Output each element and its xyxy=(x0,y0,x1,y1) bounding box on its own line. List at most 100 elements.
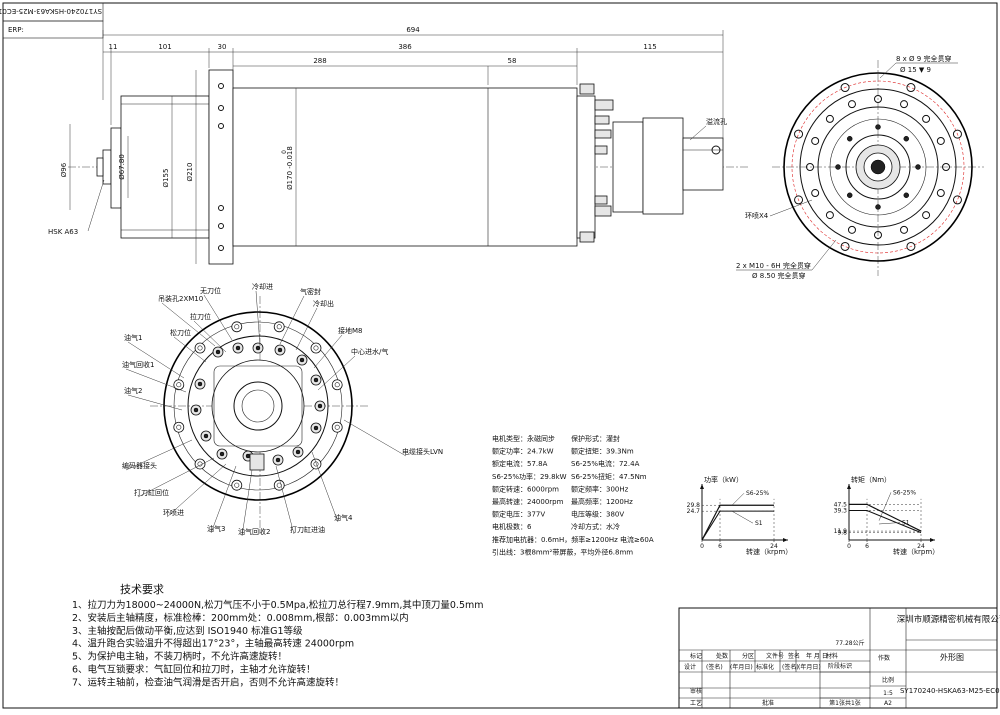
spec-line-left: 电机极数：6 xyxy=(492,522,532,531)
tech-line: 2、安装后主轴精度，标准检棒：200mm处：0.008mm,根部：0.003mm… xyxy=(72,612,409,624)
audit-label: 审核 xyxy=(690,687,702,695)
rear-callout-label: 油气2 xyxy=(124,386,142,395)
face-hole xyxy=(942,163,950,171)
svg-text:0: 0 xyxy=(281,150,288,154)
y-tick-label: 29.8 xyxy=(687,502,701,509)
inner-hole xyxy=(835,164,841,170)
y-tick-label: 11.9 xyxy=(834,528,848,535)
spec-line-right: 最高频率：1200Hz xyxy=(571,497,633,506)
title-row-1-label: 文件号 xyxy=(766,652,784,660)
hsk-label: HSK A63 xyxy=(48,228,78,236)
rear-callout-label: 油气1 xyxy=(124,333,142,342)
face-hole xyxy=(936,189,945,198)
x-axis-arrow xyxy=(783,538,788,542)
face-hole xyxy=(900,225,909,234)
tech-line: 7、运转主轴前，检查油气润滑是否开启，否则不允许高速旋转！ xyxy=(72,676,344,688)
face-hole xyxy=(936,136,945,145)
approve-label: 批准 xyxy=(762,699,774,707)
holes-top-label-2: Ø 15 ▼ 9 xyxy=(900,66,931,74)
svg-text:11: 11 xyxy=(109,43,118,51)
inner-hole xyxy=(903,135,910,142)
inner-hole xyxy=(915,164,921,170)
tech-line: 1、拉刀力为18000~24000N,松刀气压不小于0.5Mpa,松拉刀总行程7… xyxy=(72,599,484,611)
main-body xyxy=(232,87,578,247)
face-hole xyxy=(825,114,834,123)
spec-line-left: 额定电流：57.8A xyxy=(492,459,548,468)
spec-line-left: 推荐加电抗器：0.6mH，频率≥1200Hz 电流≥60A xyxy=(492,535,654,544)
svg-text:694: 694 xyxy=(406,26,420,34)
title-row-2-label: (年月日) xyxy=(730,663,753,671)
spec-line-left: 最高转速：24000rpm xyxy=(492,497,564,506)
flange-bolt-hole xyxy=(794,195,804,205)
rear-callout-label: 环喷进 xyxy=(163,508,184,517)
rear-callout-label: 编码器接头 xyxy=(122,461,157,470)
mirrored-drawing-no: SY170240-HSKA63-M25-EC01 xyxy=(0,7,102,15)
y-axis-label: 转矩（Nm） xyxy=(851,475,891,484)
series-line xyxy=(701,510,774,541)
svg-text:Ø67.80: Ø67.80 xyxy=(118,154,126,180)
title-row-1-label: 处数 xyxy=(716,652,728,660)
rear-callout-label: 松刀位 xyxy=(170,328,191,337)
series-label: S6-25% xyxy=(746,490,769,497)
x-tick-label: 6 xyxy=(718,543,722,550)
holes-bottom-label-2: Ø 8.50 完全贯穿 xyxy=(752,271,806,280)
rear-callout-label: 无刀位 xyxy=(200,286,221,295)
x-axis-arrow xyxy=(930,538,935,542)
series-label: S6-25% xyxy=(893,489,916,496)
flange-bolt-hole xyxy=(840,241,850,251)
x-tick-label: 0 xyxy=(700,543,704,550)
spec-line-right: 额定扭矩：39.3Nm xyxy=(571,447,634,456)
rear-callout-label: 油气3 xyxy=(207,524,225,533)
drawing-title: 外形图 xyxy=(940,652,964,662)
holes-top-label: 8 x Ø 9 完全贯穿 xyxy=(896,54,951,63)
rotary-union xyxy=(682,137,724,191)
inner-hole xyxy=(903,192,910,199)
flange-holes xyxy=(794,83,962,251)
scale-value: 1:5 xyxy=(883,690,893,697)
tech-requirements: 技术要求 1、拉刀力为18000~24000N,松刀气压不小于0.5Mpa,松拉… xyxy=(72,583,484,688)
rear-bolt-hole xyxy=(331,421,343,433)
flange-bolt-hole xyxy=(906,83,916,93)
weight-value: 77.28公斤 xyxy=(835,639,864,647)
x-tick-label: 0 xyxy=(847,543,851,550)
header-block: SY170240-HSKA63-M25-EC01 ERP: xyxy=(0,2,104,39)
rear-bolt-hole xyxy=(331,379,343,391)
title-row-2-label: (签名) xyxy=(706,663,723,671)
rear-callout-label: 打刀缸进油 xyxy=(290,525,325,534)
y-tick-label: 24.7 xyxy=(687,508,701,515)
rear-end-view: 吊装孔2XM10无刀位冷却进气密封冷却出拉刀位松刀位接地M8油气1中心进水/气油… xyxy=(122,282,443,537)
holes-bottom-label: 2 x M10 - 6H 完全贯穿 xyxy=(736,261,811,270)
tech-line: 4、温升跑合实验温升不得超出17°23°，主轴最高转速 24000rpm xyxy=(72,638,354,650)
rear-bolt-hole xyxy=(273,479,285,491)
rear-callout-label: 中心进水/气 xyxy=(351,347,388,356)
title-row-2-label: 设计 xyxy=(684,663,696,671)
flange-bolt-hole xyxy=(906,241,916,251)
tech-line: 3、主轴按配后做动平衡,应达到 ISO1940 标准G1等级 xyxy=(72,625,303,637)
series-leader xyxy=(731,493,745,506)
rear-callout-label: 气密封 xyxy=(300,287,321,296)
title-row-1-label: 材料 xyxy=(826,652,838,660)
rear-bolt-hole xyxy=(173,421,185,433)
flange-bolt-hole xyxy=(952,195,962,205)
front-end-view: 8 x Ø 9 完全贯穿 Ø 15 ▼ 9 环喷X4 2 x M10 - 6H … xyxy=(736,54,984,280)
drain-label: 溢流孔 xyxy=(706,117,727,126)
face-hole xyxy=(847,100,856,109)
y-tick-label: 39.3 xyxy=(834,508,848,515)
spec-line-left: 额定转速：6000rpm xyxy=(492,484,559,493)
spec-line-right: S6-25%扭矩：47.5Nm xyxy=(571,472,647,481)
spec-line-right: 冷却方式：水冷 xyxy=(571,522,620,531)
svg-text:30: 30 xyxy=(218,43,227,51)
svg-text:115: 115 xyxy=(643,43,656,51)
y-axis-arrow xyxy=(700,484,704,489)
svg-text:288: 288 xyxy=(313,57,326,65)
title-row-1-label: 分区 xyxy=(742,652,754,660)
tech-title: 技术要求 xyxy=(120,583,164,596)
series-line xyxy=(701,504,774,541)
company-name: 深圳市顺源精密机械有限公司 xyxy=(897,614,1000,625)
spec-line-right: 额定频率：300Hz xyxy=(571,484,629,493)
svg-text:386: 386 xyxy=(398,43,412,51)
face-hole xyxy=(811,136,820,145)
rear-bolt-hole xyxy=(231,321,243,333)
series-leader xyxy=(878,522,901,525)
tech-line: 6、电气互锁要求：气缸回位和拉刀时，主轴才允许旋转！ xyxy=(72,664,316,676)
